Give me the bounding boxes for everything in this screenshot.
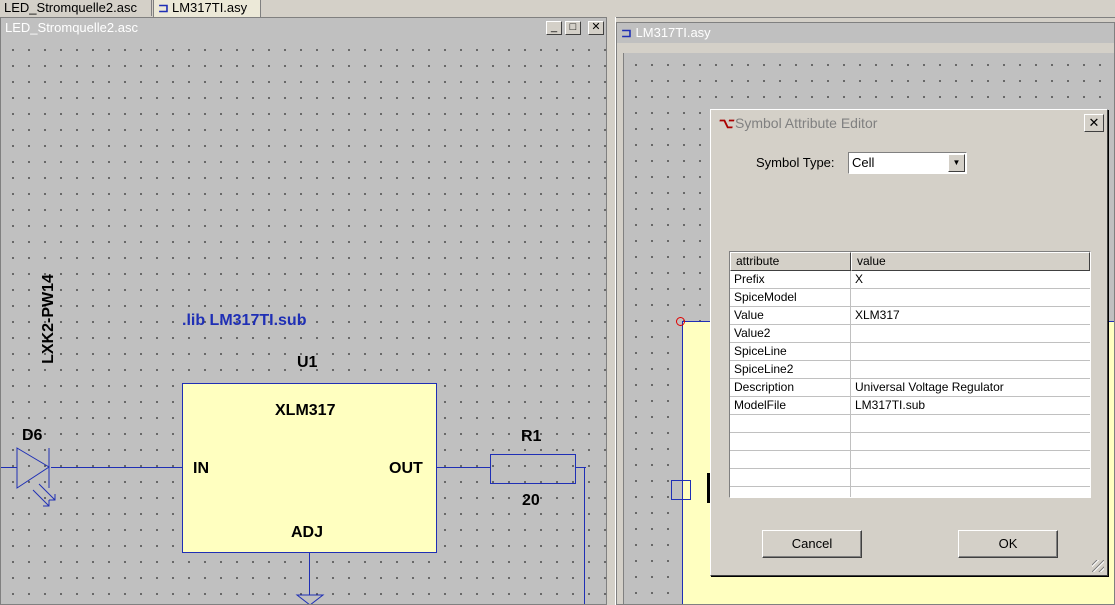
symbol-type-label: Symbol Type: <box>756 155 835 170</box>
column-header-attribute[interactable]: attribute <box>730 252 851 271</box>
attribute-cell[interactable] <box>730 433 850 451</box>
symbol-window-titlebar[interactable]: ⊐ LM317TI.asy <box>617 23 1114 43</box>
value-cell[interactable] <box>851 343 1090 361</box>
value-cell[interactable] <box>851 451 1090 469</box>
chevron-down-icon[interactable]: ▼ <box>948 154 965 172</box>
attribute-cell[interactable]: Prefix <box>734 272 765 286</box>
ok-button[interactable]: OK <box>958 530 1058 558</box>
value-cell[interactable] <box>851 433 1090 451</box>
value-cell[interactable] <box>851 361 1090 379</box>
wire <box>437 467 490 468</box>
window-title: LM317TI.asy <box>635 25 711 40</box>
table-row[interactable] <box>730 433 1090 451</box>
ltspice-icon: ⌥ <box>717 115 734 131</box>
schematic-window: LED_Stromquelle2.asc _ □ ✕ LXK2-PW14 .li… <box>0 17 607 605</box>
cancel-button[interactable]: Cancel <box>762 530 862 558</box>
wire <box>576 467 586 468</box>
attribute-cell[interactable] <box>730 451 850 469</box>
resistor-symbol[interactable] <box>490 454 576 484</box>
schematic-canvas[interactable]: LXK2-PW14 .lib LM317TI.sub U1 XLM317 IN … <box>1 38 606 604</box>
attribute-cell[interactable]: Value <box>734 308 764 322</box>
value-cell[interactable] <box>851 325 1090 343</box>
pin-square[interactable] <box>671 480 691 500</box>
pin-out-label: OUT <box>389 460 423 477</box>
table-row[interactable] <box>730 415 1090 433</box>
attribute-cell[interactable]: SpiceLine <box>734 344 787 358</box>
window-title: LED_Stromquelle2.asc <box>5 20 138 35</box>
wire <box>309 553 310 595</box>
resistor-ref: R1 <box>521 428 542 445</box>
resize-grip[interactable] <box>1092 560 1104 572</box>
window-splitter[interactable] <box>606 17 616 605</box>
table-row[interactable]: SpiceLine <box>730 343 1090 361</box>
close-button[interactable]: ✕ <box>588 21 604 35</box>
symbol-attribute-editor-dialog: ⌥Symbol Attribute Editor ✕ Symbol Type: … <box>710 109 1108 576</box>
tab-lm317ti-asy[interactable]: ⊐LM317TI.asy <box>153 0 261 17</box>
diode-ref: D6 <box>22 427 43 444</box>
wire <box>51 467 182 468</box>
wire <box>1 467 17 468</box>
table-row[interactable]: Description Universal Voltage Regulator <box>730 379 1090 397</box>
attribute-cell[interactable]: Value2 <box>734 326 771 340</box>
column-divider <box>850 271 851 497</box>
diode-symbol[interactable] <box>15 444 65 514</box>
attribute-cell[interactable]: Description <box>734 380 795 394</box>
value-cell[interactable] <box>851 469 1090 487</box>
symbol-icon: ⊐ <box>158 0 169 15</box>
attribute-cell[interactable] <box>730 415 850 433</box>
minimize-button[interactable]: _ <box>546 21 562 35</box>
part-ref-u1: U1 <box>297 354 318 371</box>
table-row[interactable] <box>730 469 1090 487</box>
dialog-close-button[interactable]: ✕ <box>1084 114 1104 132</box>
resistor-value: 20 <box>522 492 540 509</box>
maximize-button[interactable]: □ <box>565 21 581 35</box>
table-row[interactable]: ModelFile LM317TI.sub <box>730 397 1090 415</box>
table-row[interactable]: Value2 <box>730 325 1090 343</box>
table-row[interactable] <box>730 451 1090 469</box>
table-row[interactable]: SpiceModel <box>730 289 1090 307</box>
table-row[interactable]: SpiceLine2 <box>730 361 1090 379</box>
table-row[interactable]: Value XLM317 <box>730 307 1090 325</box>
origin-marker <box>676 317 685 326</box>
value-cell[interactable] <box>851 415 1090 433</box>
value-cell[interactable]: XLM317 <box>855 308 900 322</box>
ground-symbol <box>295 594 325 604</box>
tab-led-stromquelle2[interactable]: LED_Stromquelle2.asc <box>0 0 152 16</box>
led-part-label: LXK2-PW14 <box>40 274 57 364</box>
value-cell[interactable]: Universal Voltage Regulator <box>855 380 1004 394</box>
lib-directive[interactable]: .lib LM317TI.sub <box>182 312 307 329</box>
table-row[interactable]: Prefix X <box>730 271 1090 289</box>
symbol-icon: ⊐ <box>621 25 632 40</box>
schematic-window-titlebar[interactable]: LED_Stromquelle2.asc <box>1 18 606 38</box>
dialog-title: Symbol Attribute Editor <box>735 115 878 131</box>
attribute-cell[interactable]: ModelFile <box>734 398 787 412</box>
value-cell[interactable]: LM317TI.sub <box>855 398 926 412</box>
pin-in-label: IN <box>193 460 209 477</box>
close-icon: ✕ <box>1088 115 1100 130</box>
wire <box>584 467 585 604</box>
symbol-type-value: Cell <box>852 155 875 170</box>
column-header-value[interactable]: value <box>851 252 1090 271</box>
attribute-cell[interactable]: SpiceModel <box>734 290 797 304</box>
part-name: XLM317 <box>275 402 336 419</box>
xlm317-part[interactable]: XLM317 IN OUT ADJ <box>182 383 437 553</box>
tab-label: LED_Stromquelle2.asc <box>4 0 137 15</box>
attribute-cell[interactable] <box>730 469 850 487</box>
attribute-cell[interactable]: SpiceLine2 <box>734 362 794 376</box>
dialog-titlebar[interactable]: ⌥Symbol Attribute Editor <box>713 112 1105 134</box>
value-cell[interactable] <box>851 289 1090 307</box>
document-tabstrip: LED_Stromquelle2.asc ⊐LM317TI.asy <box>0 0 1115 18</box>
tab-label: LM317TI.asy <box>172 0 248 15</box>
value-cell[interactable]: X <box>855 272 864 286</box>
symbol-type-select[interactable]: Cell ▼ <box>848 152 967 174</box>
pin-adj-label: ADJ <box>291 524 324 541</box>
